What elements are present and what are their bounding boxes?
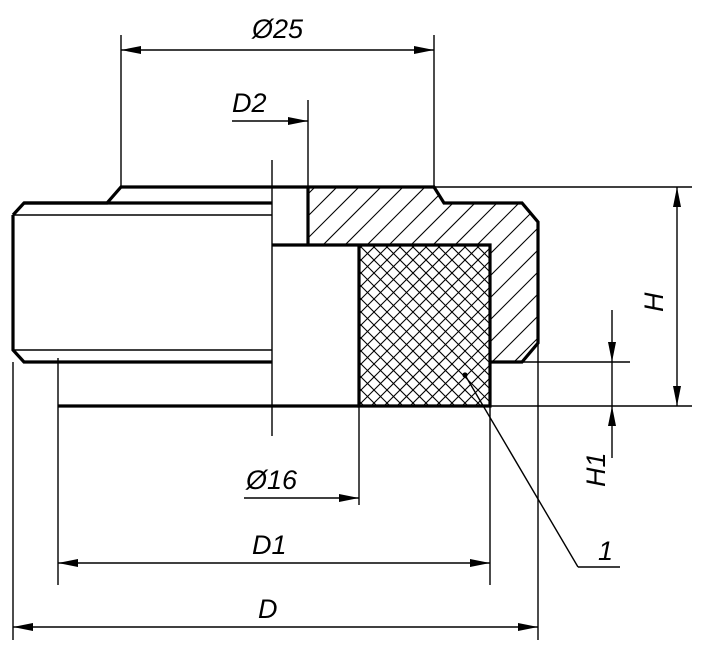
crosshatch-line <box>436 245 490 299</box>
hatch-line <box>308 187 323 362</box>
hatch-line <box>572 180 707 370</box>
dimension-labels: Ø25 D2 Ø16 D1 D H H1 1 <box>232 14 669 624</box>
thin-lines <box>12 35 692 640</box>
crosshatch-line <box>359 361 404 406</box>
crosshatch-line <box>523 240 693 410</box>
crosshatch-line <box>575 240 707 410</box>
crosshatch-line <box>462 245 490 273</box>
crosshatch-line <box>371 245 490 364</box>
crosshatch-line <box>510 240 680 410</box>
crosshatch-line <box>562 240 707 410</box>
crosshatch-line <box>640 240 707 410</box>
crosshatch-line <box>562 240 707 410</box>
crosshatch-line <box>359 245 429 315</box>
d2-label: D2 <box>232 88 267 118</box>
crosshatch-line <box>359 245 390 276</box>
hatch-line <box>308 187 389 362</box>
crosshatch-line <box>449 245 490 286</box>
crosshatch-line <box>575 240 707 410</box>
crosshatch-line <box>549 240 707 410</box>
crosshatch-line <box>359 309 456 406</box>
hatch-line <box>616 180 707 370</box>
crosshatch-line <box>359 335 430 406</box>
hatch-line <box>461 187 538 362</box>
hatch-line <box>550 180 707 370</box>
crosshatch-line <box>487 403 490 406</box>
dimension-lines <box>13 46 681 631</box>
hatch-line <box>308 187 345 362</box>
hatch-line <box>682 180 707 370</box>
crosshatch-line <box>359 245 364 250</box>
crosshatch-line <box>549 240 707 410</box>
h1-label: H1 <box>581 452 611 487</box>
crosshatch-line <box>523 240 693 410</box>
insert-crosshatch <box>185 240 707 410</box>
crosshatch-line <box>627 240 707 410</box>
crosshatch-line <box>359 245 403 289</box>
part-outline <box>11 185 540 408</box>
crosshatch-line <box>359 400 365 406</box>
hatch-line <box>660 180 707 370</box>
crosshatch-line <box>653 240 707 410</box>
crosshatch-line <box>359 374 391 406</box>
crosshatch-line <box>601 240 707 410</box>
crosshatch-line <box>359 296 469 406</box>
crosshatch-line <box>359 257 490 390</box>
hatch-line <box>308 187 367 362</box>
crosshatch-line <box>488 245 490 247</box>
crosshatch-line <box>359 283 482 406</box>
crosshatch-line <box>397 245 490 338</box>
crosshatch-line <box>474 390 490 406</box>
crosshatch-line <box>185 240 355 410</box>
crosshatch-line <box>536 240 706 410</box>
crosshatch-line <box>409 325 490 406</box>
dia-25-label: Ø25 <box>251 14 304 44</box>
crosshatch-line <box>614 240 707 410</box>
body-section-hatching <box>308 180 707 370</box>
crosshatch-line <box>640 240 707 410</box>
crosshatch-line <box>461 377 490 406</box>
crosshatch-line <box>475 245 490 260</box>
hatch-line <box>594 180 707 370</box>
hatch-line <box>483 187 538 362</box>
crosshatch-line <box>359 348 417 406</box>
crosshatch-line <box>410 245 490 325</box>
crosshatch-line <box>359 245 377 263</box>
crosshatch-line <box>359 322 443 406</box>
crosshatch-line <box>422 338 490 406</box>
h-label: H <box>639 292 669 312</box>
dia-16-label: Ø16 <box>245 465 298 495</box>
crosshatch-line <box>359 245 416 302</box>
crosshatch-line <box>448 364 490 406</box>
hatch-line <box>527 187 538 362</box>
crosshatch-line <box>601 240 707 410</box>
crosshatch-line <box>423 245 490 312</box>
d-label: D <box>258 594 278 624</box>
crosshatch-line <box>653 240 707 410</box>
crosshatch-line <box>510 240 680 410</box>
crosshatch-line <box>384 245 490 351</box>
crosshatch-line <box>588 240 707 410</box>
d1-label: D1 <box>252 530 287 560</box>
crosshatch-line <box>359 245 490 377</box>
crosshatch-line <box>627 240 707 410</box>
crosshatch-line <box>614 240 707 410</box>
crosshatch-line <box>435 351 490 406</box>
crosshatch-line <box>588 240 707 410</box>
callout-1-label: 1 <box>598 536 613 566</box>
crosshatch-line <box>185 240 355 410</box>
hatch-line <box>638 180 707 370</box>
crosshatch-line <box>359 387 378 406</box>
crosshatch-line <box>536 240 706 410</box>
